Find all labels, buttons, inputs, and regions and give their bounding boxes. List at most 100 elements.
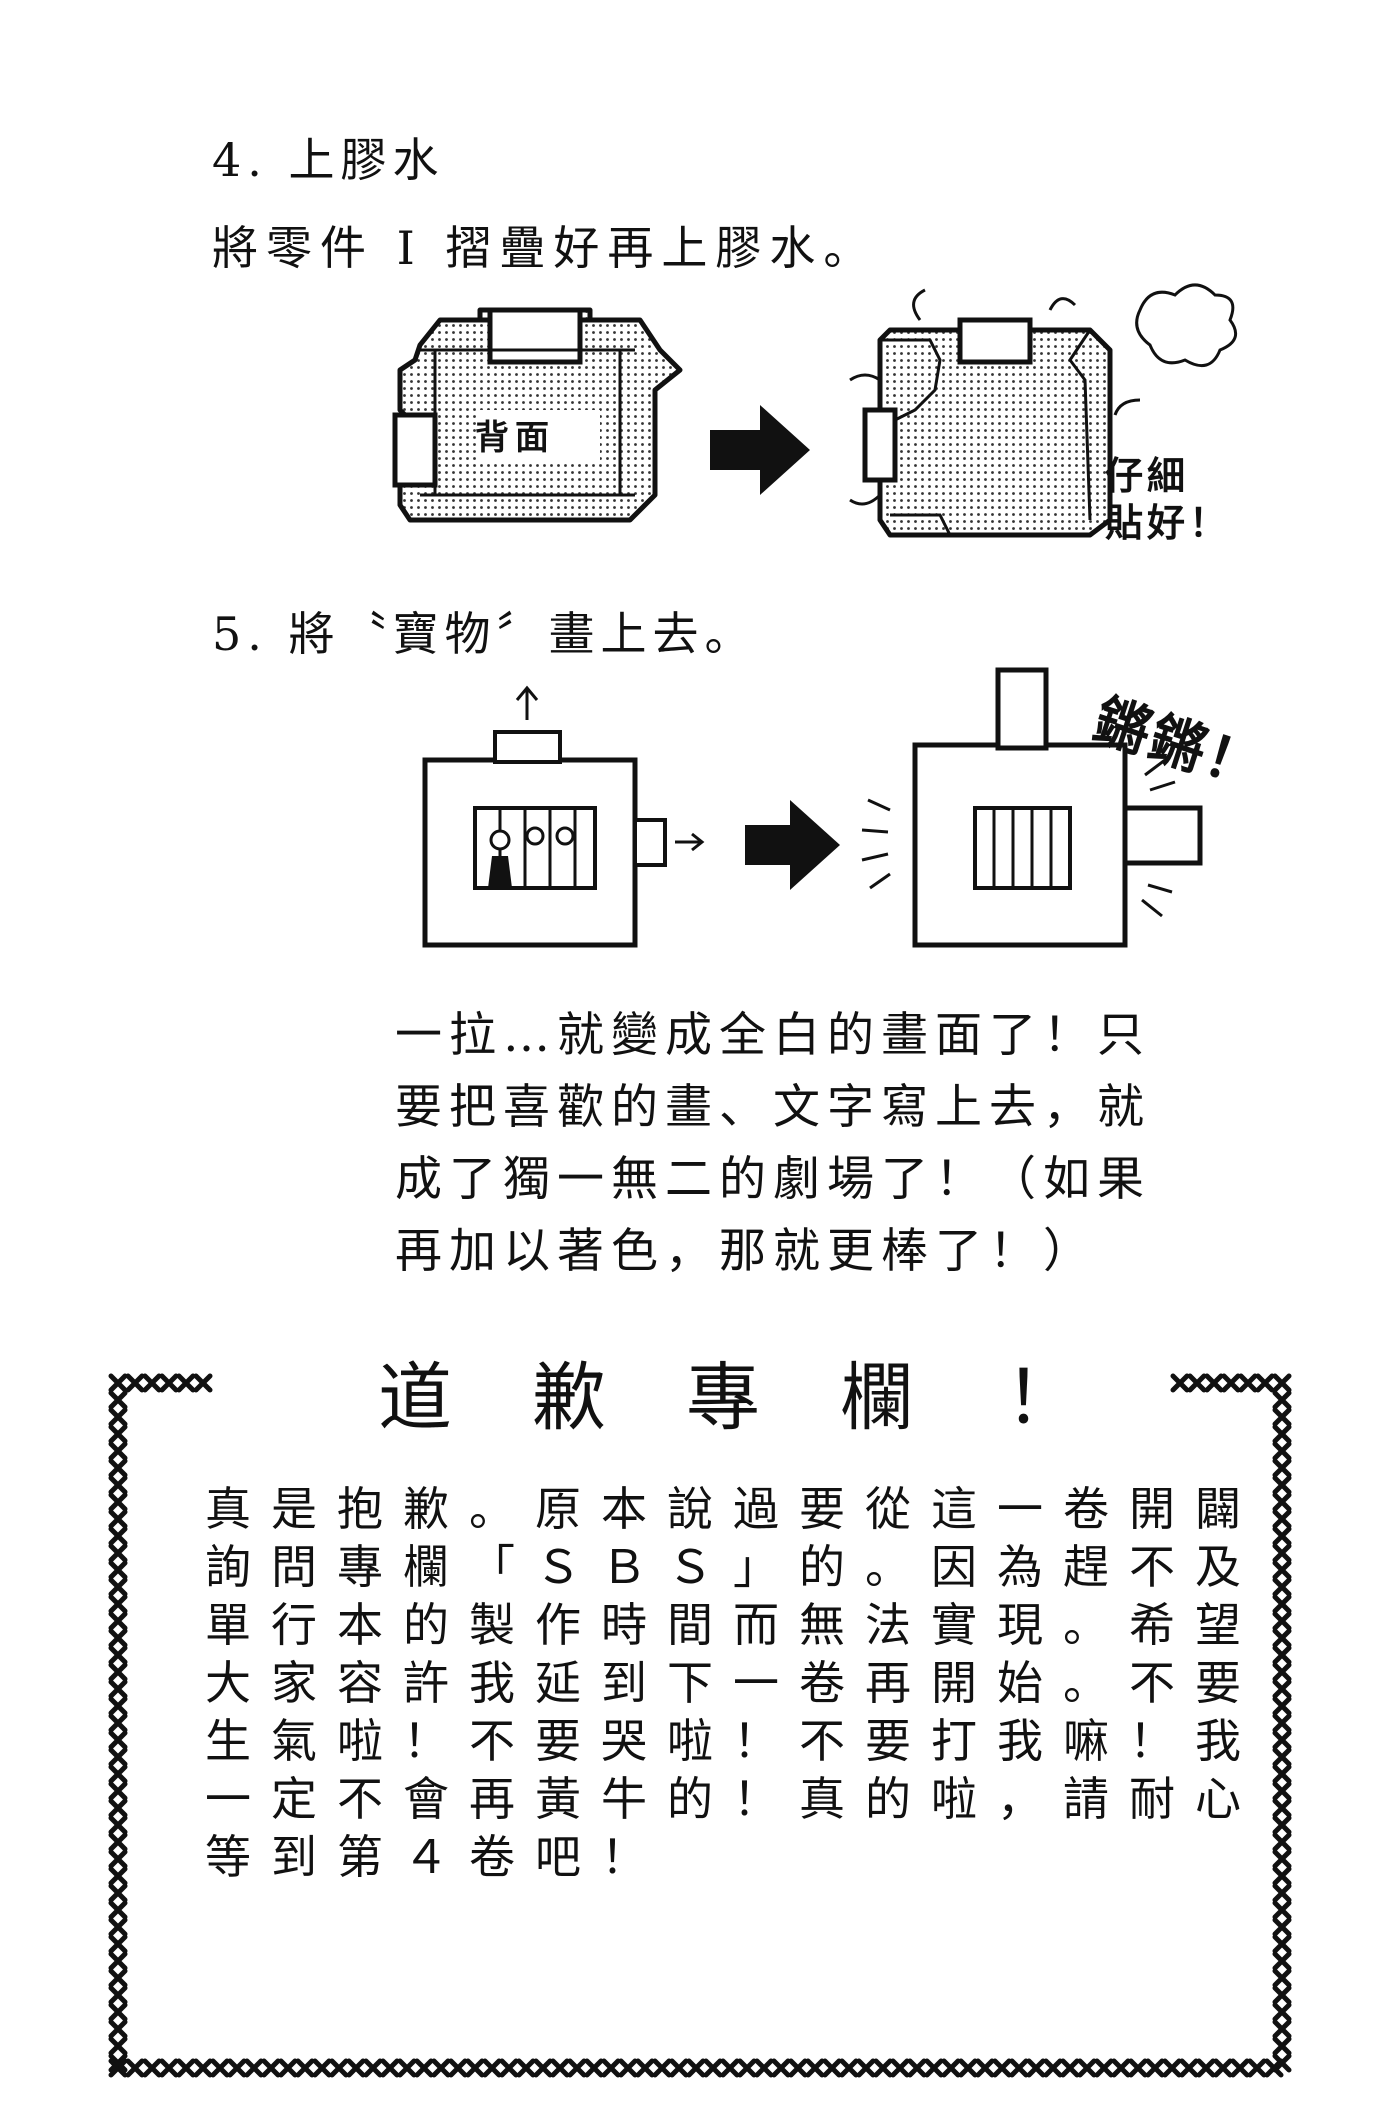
border-mark	[281, 2061, 295, 2075]
border-mark	[825, 2061, 839, 2075]
apology-title-char: 道	[378, 1355, 452, 1441]
border-mark	[111, 1648, 125, 1662]
border-mark	[111, 1444, 125, 1458]
border-mark	[944, 2061, 958, 2075]
border-mark	[1275, 1886, 1289, 1900]
apology-line: 一定不會再黃牛的！真的啦，請耐心	[205, 1772, 1261, 1826]
border-mark	[111, 1614, 125, 1628]
border-mark	[1275, 1903, 1289, 1917]
border-mark	[434, 2061, 448, 2075]
border-mark	[1012, 2061, 1026, 2075]
border-mark	[1275, 1852, 1289, 1866]
border-mark	[111, 1733, 125, 1747]
border-mark	[111, 1886, 125, 1900]
step4-title: 4. 上膠水	[212, 133, 445, 187]
border-mark	[1275, 1444, 1289, 1458]
border-mark	[111, 1512, 125, 1526]
apology-line: 單行本的製作時間而無法實現。希望	[205, 1598, 1261, 1652]
border-mark	[400, 2061, 414, 2075]
border-mark	[1275, 1529, 1289, 1543]
caption: 一拉…就變成全白的畫面了！只 要把喜歡的畫、文字寫上去，就 成了獨一無二的劇場了…	[395, 1000, 1151, 1288]
border-mark	[264, 2061, 278, 2075]
caption-line: 一拉…就變成全白的畫面了！只	[395, 1008, 1151, 1063]
border-mark	[111, 1818, 125, 1832]
border-mark	[1275, 1699, 1289, 1713]
border-mark	[723, 2061, 737, 2075]
border-mark	[536, 2061, 550, 2075]
border-mark	[519, 2061, 533, 2075]
border-mark	[315, 2061, 329, 2075]
border-mark	[689, 2061, 703, 2075]
border-mark	[111, 1529, 125, 1543]
border-mark	[1275, 1784, 1289, 1798]
apology-title-char: 歉	[532, 1355, 606, 1441]
border-mark	[196, 2061, 210, 2075]
apology-line: 真是抱歉。原本說過要從這一卷開闢	[205, 1482, 1261, 1536]
border-mark	[757, 2061, 771, 2075]
caption-line: 再加以著色，那就更棒了！）	[395, 1224, 1097, 1279]
border-mark	[1275, 1427, 1289, 1441]
flat-part-drawing	[392, 307, 683, 523]
border-mark	[111, 1852, 125, 1866]
border-mark	[1275, 1988, 1289, 2002]
right-arrow-icon	[710, 405, 810, 495]
border-mark	[638, 2061, 652, 2075]
border-mark	[1131, 2061, 1145, 2075]
border-mark	[111, 1699, 125, 1713]
border-mark	[672, 2061, 686, 2075]
apology-line: 大家容許我延到下一卷再開始。不要	[205, 1656, 1261, 1710]
border-mark	[570, 2061, 584, 2075]
border-mark	[111, 1954, 125, 1968]
border-mark	[842, 2061, 856, 2075]
border-mark	[1275, 1954, 1289, 1968]
border-mark	[111, 2039, 125, 2053]
border-mark	[893, 2061, 907, 2075]
border-mark	[774, 2061, 788, 2075]
note-line-2: 貼好！	[1105, 501, 1232, 545]
border-mark	[1275, 1614, 1289, 1628]
border-mark	[1275, 1767, 1289, 1781]
border-mark	[927, 2061, 941, 2075]
border-mark	[961, 2061, 975, 2075]
caption-line: 成了獨一無二的劇場了！（如果	[395, 1152, 1151, 1207]
border-mark	[1275, 1750, 1289, 1764]
caption-line: 要把喜歡的畫、文字寫上去，就	[395, 1080, 1151, 1135]
border-mark	[1275, 1478, 1289, 1492]
border-mark	[383, 2061, 397, 2075]
border-mark	[910, 2061, 924, 2075]
border-mark	[1275, 1665, 1289, 1679]
border-mark	[179, 2061, 193, 2075]
apology-title-char: 欄	[840, 1355, 914, 1441]
border-mark	[485, 2061, 499, 2075]
border-mark	[1275, 1648, 1289, 1662]
border-mark	[1199, 2061, 1213, 2075]
border-mark	[111, 1988, 125, 2002]
apology-line: 生氣啦！不要哭啦！不要打我嘛！我	[205, 1714, 1261, 1768]
border-mark	[876, 2061, 890, 2075]
border-mark	[1275, 1920, 1289, 1934]
border-mark	[111, 1427, 125, 1441]
border-mark	[111, 1682, 125, 1696]
border-mark	[111, 1784, 125, 1798]
border-mark	[162, 2061, 176, 2075]
border-mark	[655, 2061, 669, 2075]
border-mark	[1275, 1937, 1289, 1951]
border-mark	[1148, 2061, 1162, 2075]
border-mark	[111, 1835, 125, 1849]
border-mark	[111, 1546, 125, 1560]
border-mark	[1046, 2061, 1060, 2075]
border-mark	[332, 2061, 346, 2075]
border-mark	[230, 2061, 244, 2075]
border-mark	[1275, 1835, 1289, 1849]
theater-before-drawing	[422, 685, 705, 948]
border-mark	[1080, 2061, 1094, 2075]
border-mark	[1182, 2061, 1196, 2075]
border-mark	[1275, 1597, 1289, 1611]
border-mark	[1275, 1818, 1289, 1832]
theater-after-drawing	[861, 667, 1203, 948]
border-mark	[111, 1971, 125, 1985]
border-mark	[1275, 1971, 1289, 1985]
border-mark	[1275, 2005, 1289, 2019]
border-mark	[740, 2061, 754, 2075]
border-mark	[1063, 2061, 1077, 2075]
